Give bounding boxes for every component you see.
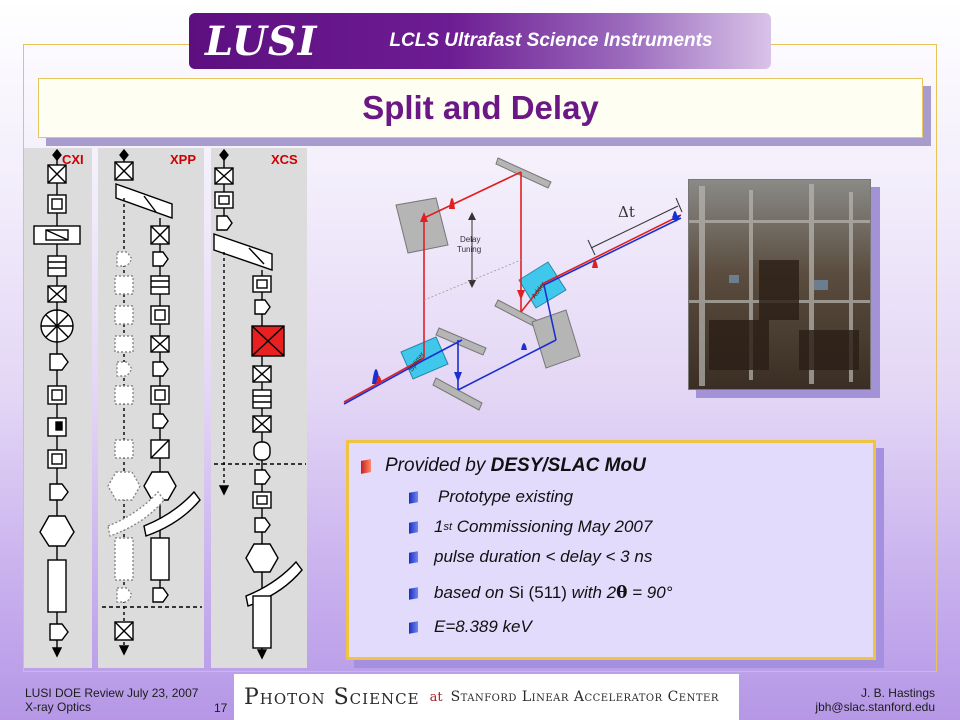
theta-symbol: θ [616,583,628,603]
bullet-prototype: Prototype existing [409,487,573,507]
based-post: = 90° [627,583,673,602]
based-pre: based on [434,583,509,602]
footer-review: LUSI DOE Review July 23, 2007 [25,686,199,700]
footer-email: jbh@slac.stanford.edu [815,700,935,714]
slide-title: Split and Delay [362,89,599,126]
info-box: Provided by DESY/SLAC MoU Prototype exis… [346,440,876,660]
commissioning-sup: st [443,521,453,533]
lab-photo [688,179,871,390]
prototype-text: Prototype existing [438,487,574,506]
lusi-logo: LUSI [205,17,318,65]
footer-author: J. B. Hastings [860,686,935,700]
title-box: Split and Delay [38,78,923,138]
delay-label-line1: Delay [460,235,480,244]
provided-em: DESY/SLAC MoU [490,455,646,476]
provided-text: Provided by [385,455,491,476]
footer-left: LUSI DOE Review July 23, 2007 X-ray Opti… [25,686,198,714]
photon-science-at: at [429,689,443,705]
xcs-label: XCS [271,152,298,167]
blue-bullet-icon [409,586,418,600]
split-delay-diagram: Delay Tuning Δt Splitter Adder [343,157,683,411]
bullet-pulse: pulse duration < delay < 3 ns [409,547,652,567]
based-with: with 2 [566,583,617,602]
banner-subtitle: LCLS Ultrafast Science Instruments [389,30,713,51]
footer-right: J. B. Hastings jbh@slac.stanford.edu [815,686,935,714]
photon-science-bar: Photon Science at Stanford Linear Accele… [234,674,739,720]
delta-t-label: Δt [618,203,635,221]
slac-text: Stanford Linear Accelerator Center [450,689,719,705]
cxi-label: CXI [62,152,84,167]
based-si: Si (511) [508,583,567,602]
red-bullet-icon [361,458,371,474]
bullet-provided: Provided by DESY/SLAC MoU [361,455,646,477]
commissioning-post: Commissioning May 2007 [452,517,653,536]
bullet-energy: E=8.389 keV [409,617,532,637]
lusi-banner: LUSI LCLS Ultrafast Science Instruments [189,13,771,69]
blue-bullet-icon [409,620,418,634]
pulse-text: pulse duration < delay < 3 ns [434,547,653,566]
blue-bullet-icon [409,550,418,564]
commissioning-pre: 1 [434,517,444,536]
blue-bullet-icon [409,520,418,534]
xpp-label: XPP [170,152,197,167]
beamline-schematics [24,148,307,668]
footer-topic: X-ray Optics [25,700,92,714]
photon-science-text: Photon Science [244,684,420,710]
blue-bullet-icon [409,490,418,504]
delay-label-line2: Tuning [457,245,481,254]
page-number: 17 [214,701,228,715]
energy-text: E=8.389 keV [434,617,532,636]
